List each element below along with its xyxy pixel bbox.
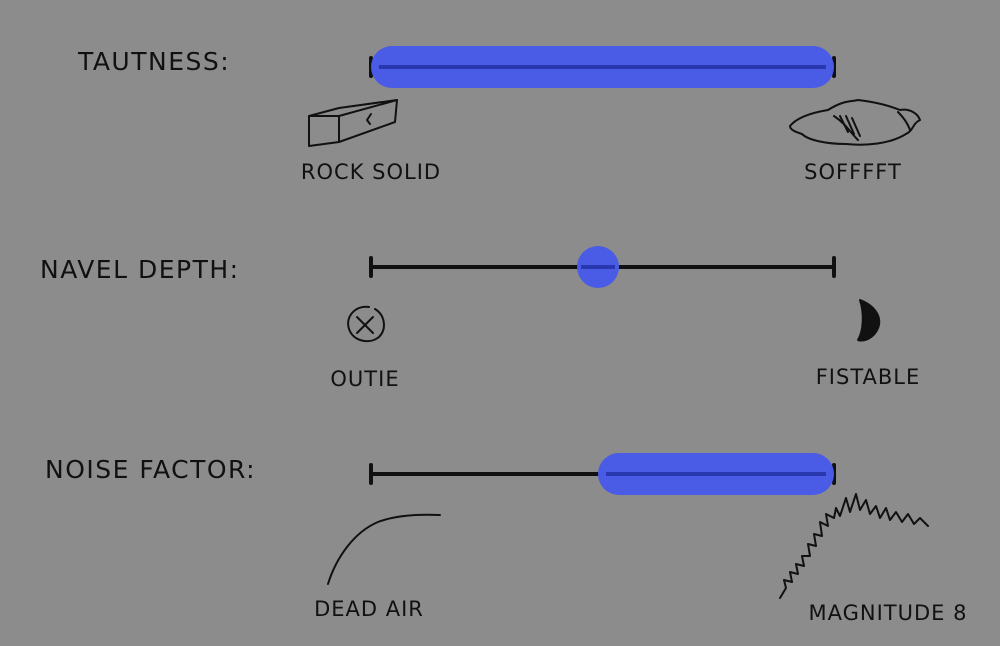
slider-thumb[interactable] xyxy=(576,246,619,288)
slider-max-endcap xyxy=(832,463,836,485)
slider-max-endcap xyxy=(832,56,836,78)
noise-factor-slider[interactable] xyxy=(369,452,836,496)
slider-thumb-center-line xyxy=(580,265,615,269)
navel-depth-slider[interactable] xyxy=(369,245,836,289)
slider-min-endcap xyxy=(369,256,373,278)
slider-selected-range[interactable] xyxy=(597,453,834,495)
navel-depth-max-caption: FISTABLE xyxy=(815,365,921,389)
brick-icon xyxy=(308,99,398,147)
tautness-slider[interactable] xyxy=(369,45,836,89)
slider-range-center-line xyxy=(605,472,826,476)
tautness-max-caption: SOFFFFT xyxy=(804,160,902,184)
slider-min-endcap xyxy=(369,463,373,485)
noise-factor-max-caption: MAGNITUDE 8 xyxy=(808,601,968,625)
slider-range-center-line xyxy=(379,65,826,69)
navel-depth-min-caption: OUTIE xyxy=(330,367,400,391)
pillow-icon xyxy=(789,99,921,146)
deep-navel-icon xyxy=(857,299,881,342)
slider-max-endcap xyxy=(832,256,836,278)
navel-depth-label: NAVEL DEPTH: xyxy=(40,255,240,284)
tautness-label: TAUTNESS: xyxy=(78,47,231,76)
outie-navel-icon xyxy=(347,305,385,343)
tautness-min-caption: ROCK SOLID xyxy=(300,160,442,184)
noise-factor-min-caption: DEAD AIR xyxy=(314,597,424,621)
flat-curve-icon xyxy=(327,513,441,585)
noise-squiggle-icon xyxy=(779,493,929,599)
slider-selected-range[interactable] xyxy=(371,46,834,88)
noise-factor-label: NOISE FACTOR: xyxy=(45,455,257,484)
